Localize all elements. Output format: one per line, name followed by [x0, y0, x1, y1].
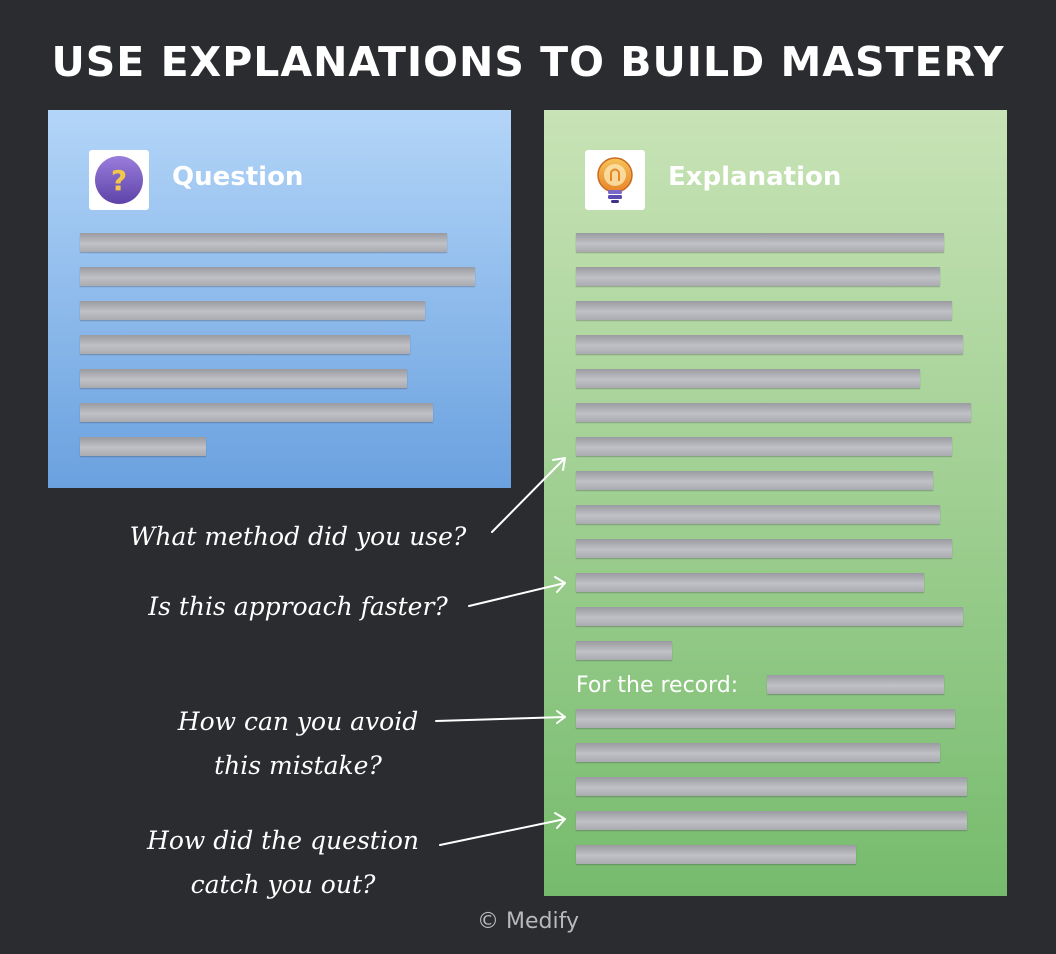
question-panel: ? Question: [48, 110, 511, 488]
explanation-text-line: [576, 369, 920, 388]
explanation-text-line: [767, 675, 944, 694]
prompt-method: What method did you use?: [106, 515, 490, 559]
prompt-faster: Is this approach faster?: [126, 585, 470, 629]
prompt-text: catch you out?: [190, 870, 376, 899]
prompt-text: What method did you use?: [129, 522, 467, 551]
prompt-text: How can you avoid: [177, 707, 419, 736]
explanation-text-line: [576, 709, 955, 728]
explanation-text-line: [576, 743, 940, 762]
explanation-text-line: [576, 845, 856, 864]
question-text-line: [80, 335, 410, 354]
prompt-caught-out: How did the question catch you out?: [126, 819, 440, 907]
explanation-icon-box: [585, 150, 645, 210]
question-mark-icon: ?: [95, 156, 143, 204]
explanation-heading: Explanation: [668, 162, 842, 192]
question-text-line: [80, 233, 447, 252]
question-text-line: [80, 301, 425, 320]
svg-text:?: ?: [111, 164, 127, 197]
explanation-text-line: [576, 335, 963, 354]
page-title: USE EXPLANATIONS TO BUILD MASTERY: [51, 38, 1005, 86]
prompt-text: How did the question: [147, 826, 419, 855]
explanation-text-line: [576, 811, 967, 830]
explanation-text-line: [576, 539, 952, 558]
explanation-text-line: [576, 301, 952, 320]
record-label: For the record:: [576, 673, 739, 698]
explanation-text-line: [576, 607, 963, 626]
question-text-line: [80, 437, 206, 456]
explanation-text-line: [576, 437, 952, 456]
explanation-text-line: [576, 573, 924, 592]
question-heading: Question: [172, 162, 304, 192]
explanation-panel: Explanation For the record:: [544, 110, 1007, 896]
explanation-text-line: [576, 267, 940, 286]
question-text-line: [80, 403, 433, 422]
explanation-text-line: [576, 403, 971, 422]
question-text-line: [80, 369, 407, 388]
question-text-line: [80, 267, 475, 286]
prompt-text: this mistake?: [214, 751, 382, 780]
prompt-text: Is this approach faster?: [148, 592, 448, 621]
lightbulb-icon: [597, 157, 633, 203]
explanation-text-line: [576, 641, 672, 660]
explanation-text-line: [576, 777, 967, 796]
explanation-text-line: [576, 233, 944, 252]
explanation-text-line: [576, 505, 940, 524]
prompt-avoid-mistake: How can you avoid this mistake?: [146, 700, 450, 788]
question-icon-box: ?: [89, 150, 149, 210]
credit: © Medify: [477, 909, 579, 934]
explanation-text-line: [576, 471, 933, 490]
